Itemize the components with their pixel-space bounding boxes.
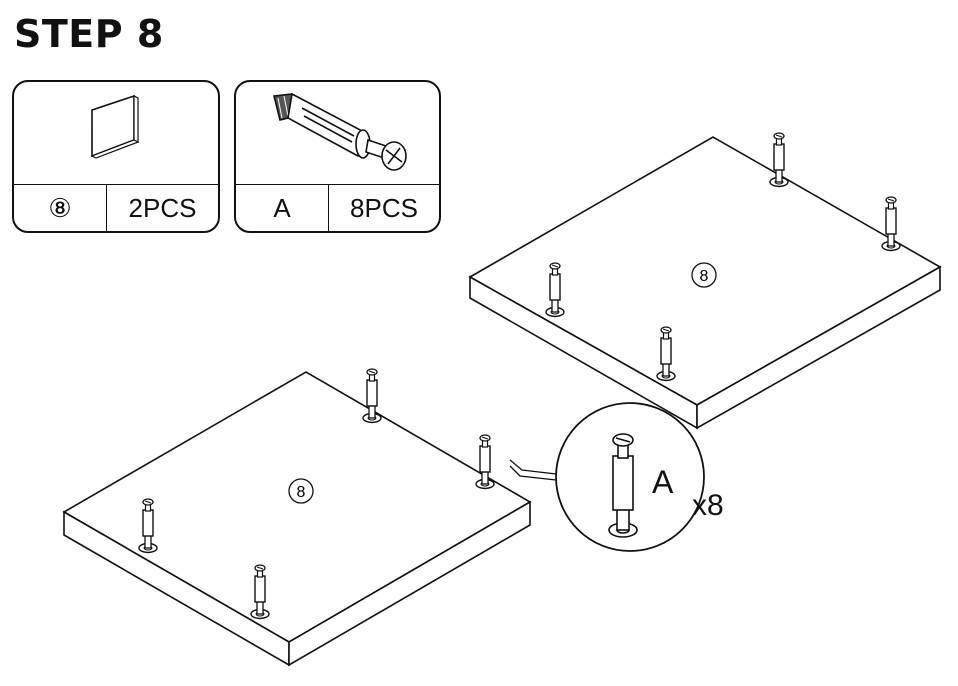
part-info-row: ⑧ 2PCS xyxy=(14,184,218,231)
detail-cam-pin xyxy=(608,433,638,538)
part-id: A xyxy=(236,185,329,231)
part-box-panel: ⑧ 2PCS xyxy=(12,80,220,233)
callout-count: x8 xyxy=(692,489,724,522)
callout-leader xyxy=(509,459,557,481)
board-number: 8 xyxy=(297,484,306,501)
part-id: ⑧ xyxy=(14,185,107,231)
board-number: 8 xyxy=(700,268,709,285)
part-quantity: 2PCS xyxy=(128,192,197,223)
panel-illustration xyxy=(14,82,218,188)
board-label-lower: 8 xyxy=(288,478,314,504)
cam-pin xyxy=(475,434,495,490)
board-label-upper: 8 xyxy=(691,262,717,288)
cam-pin xyxy=(362,368,382,424)
cam-pin xyxy=(881,196,901,252)
part-quantity: 8PCS xyxy=(350,192,418,223)
callout-part-label: A xyxy=(652,464,674,500)
cam-bolt-connector-illustration xyxy=(236,82,439,188)
step-title: STEP 8 xyxy=(14,12,164,56)
part-box-connector: A 8PCS xyxy=(234,80,441,233)
part-info-row: A 8PCS xyxy=(236,184,439,231)
shelf-board-lower xyxy=(62,371,532,667)
cam-pin xyxy=(769,132,789,188)
